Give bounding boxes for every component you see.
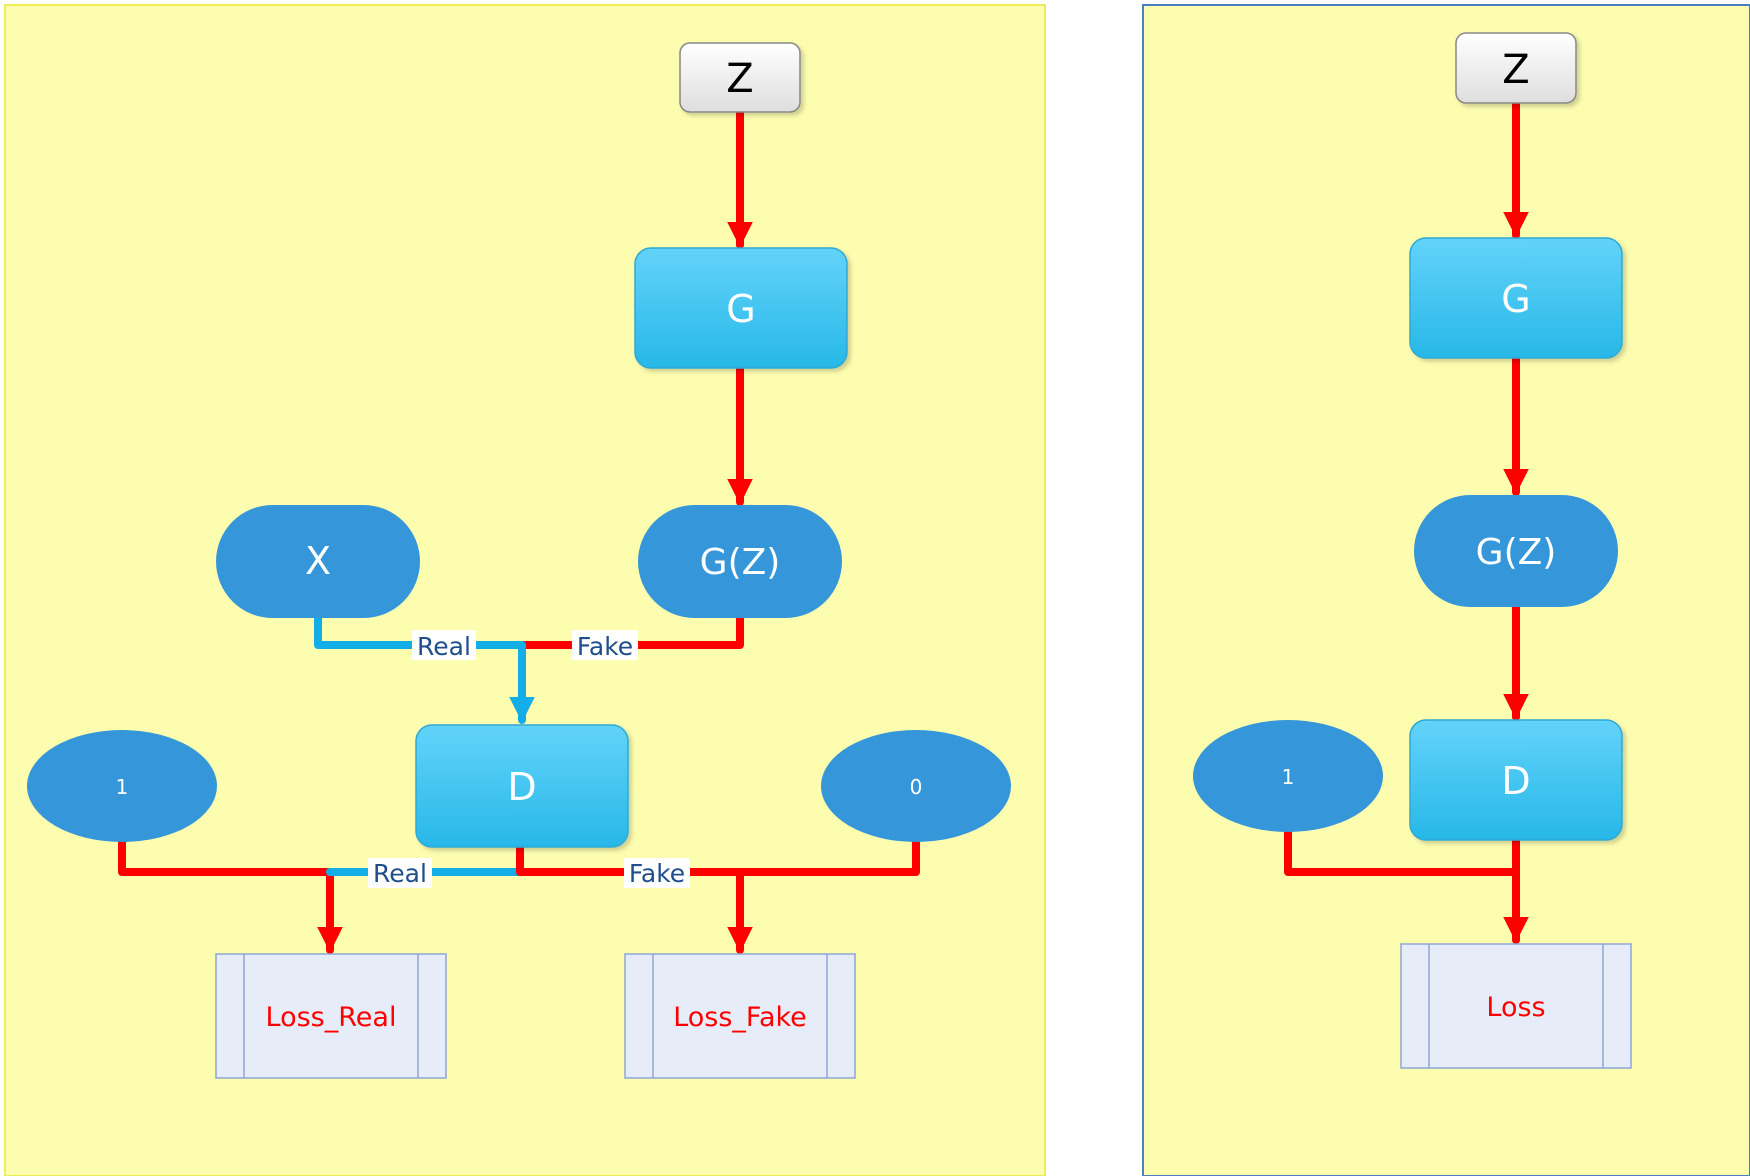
edge-one-to-loss-right [1284,826,1520,876]
loss-real-node: Loss_Real [215,953,447,1079]
left-panel-background [4,4,1046,1176]
loss-node-right: Loss [1400,943,1632,1069]
fake-target-node: 0 [821,730,1011,842]
generated-sample-label: G(Z) [700,542,781,583]
edge-d-fake-to-loss-fake [516,836,920,876]
generator-node: G [634,247,848,369]
real-sample-label: X [305,539,331,583]
z-input-label-right: Z [1502,47,1529,93]
generated-sample-node-right: G(Z) [1414,495,1618,607]
generator-node-right: G [1409,237,1623,359]
discriminator-label-right: D [1501,759,1530,803]
right-edges [1284,99,1529,944]
generated-sample-label-right: G(Z) [1476,532,1557,573]
edge-label-real-bottom: Real [373,859,427,888]
left-edge-labels: Real Fake Real Fake [368,630,690,888]
real-target-node: 1 [27,730,217,842]
discriminator-node-right: D [1409,719,1623,841]
real-target-label-right: 1 [1282,765,1295,789]
edge-label-real-top: Real [417,632,471,661]
right-panel: Z G G(Z) D 1 Loss [1142,4,1750,1176]
loss-label-right: Loss [1486,992,1545,1023]
generated-sample-node: G(Z) [638,505,842,618]
z-input-node-right: Z [1455,32,1577,104]
edge-label-fake-bottom: Fake [629,859,685,888]
generator-label-right: G [1501,277,1530,321]
edge-label-fake-top: Fake [577,632,633,661]
real-sample-node: X [216,505,420,618]
real-target-node-right: 1 [1193,720,1383,832]
discriminator-node: D [415,724,629,848]
z-input-label: Z [726,56,753,102]
loss-real-label: Loss_Real [266,1002,397,1033]
discriminator-label: D [507,765,536,809]
real-target-label: 1 [116,775,129,799]
fake-target-label: 0 [910,775,923,799]
left-panel: Real Fake Real Fake Z G G(Z) X [4,4,1046,1176]
edge-one-to-loss-real [118,836,343,954]
loss-fake-label: Loss_Fake [673,1002,807,1033]
generator-label: G [726,287,755,331]
loss-fake-node: Loss_Fake [624,953,856,1079]
z-input-node: Z [679,42,801,113]
